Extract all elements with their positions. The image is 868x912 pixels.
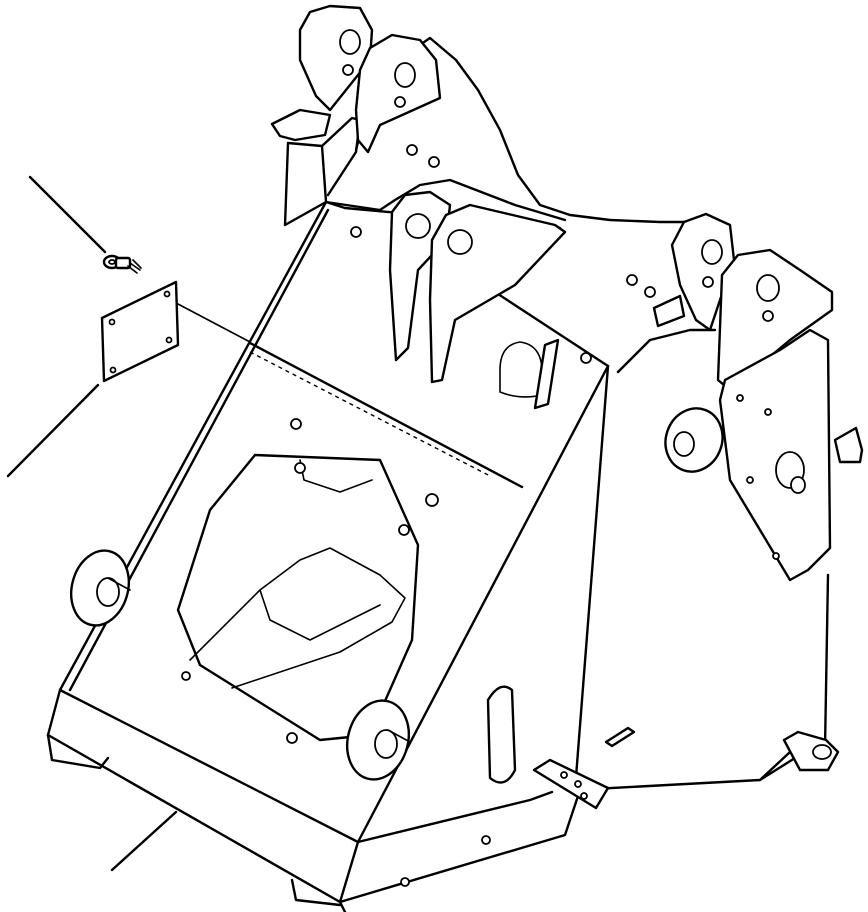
small-plate-icon bbox=[532, 758, 610, 810]
loader-front-frame-icon bbox=[46, 36, 830, 912]
callout-lines bbox=[6, 175, 178, 872]
callout-line-frame bbox=[110, 810, 178, 872]
callout-line-bolt bbox=[28, 175, 107, 254]
right-pivot-boss bbox=[346, 699, 411, 781]
side-slot bbox=[486, 685, 517, 784]
lift-arm-bracket-rear bbox=[270, 4, 442, 168]
access-opening bbox=[176, 453, 420, 742]
side-bracket bbox=[664, 328, 864, 772]
bolt-icon bbox=[102, 254, 142, 274]
tilt-cylinder-bracket bbox=[388, 190, 567, 384]
lift-arm-bracket-right bbox=[616, 212, 834, 392]
alignment-line bbox=[177, 303, 251, 343]
cover-plate-icon bbox=[100, 280, 180, 383]
left-pivot-boss bbox=[70, 549, 131, 627]
callout-line-plate bbox=[6, 383, 100, 478]
